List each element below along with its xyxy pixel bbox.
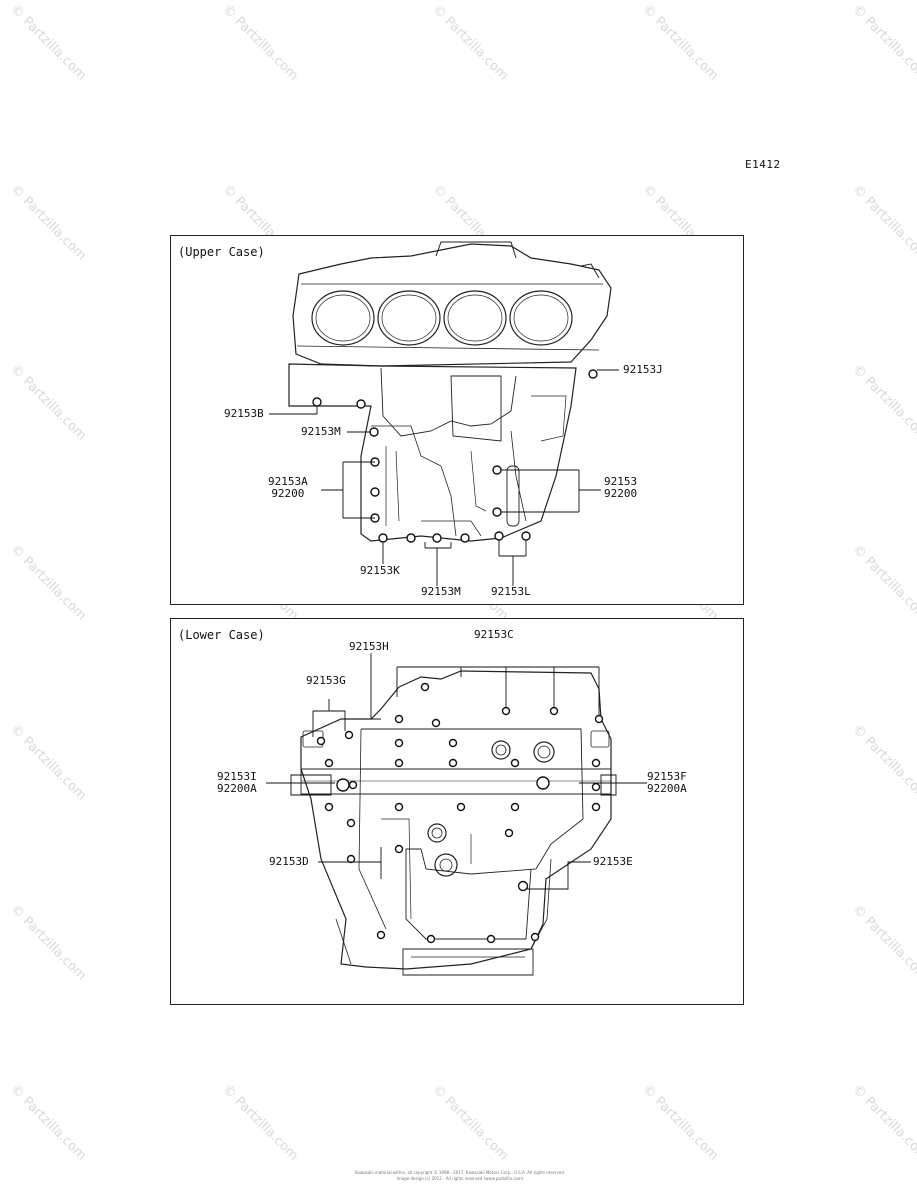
callout-92153a-92200: 92153A 92200	[268, 476, 308, 500]
watermark-text: © Partzilla.com	[849, 2, 917, 84]
copyright-line2: Image design (c) 2012 - All rights reser…	[396, 1176, 524, 1181]
watermark-text: © Partzilla.com	[219, 1082, 301, 1164]
lower-case-title: (Lower Case)	[178, 628, 265, 642]
callout-92153c: 92153C	[474, 628, 514, 641]
watermark-text: © Partzilla.com	[849, 542, 917, 624]
callout-92153d: 92153D	[269, 855, 309, 868]
callout-92153i-line1: 92153I	[217, 770, 257, 783]
watermark-text: © Partzilla.com	[849, 902, 917, 984]
watermark-text: © Partzilla.com	[7, 182, 89, 264]
callout-92153l: 92153L	[491, 585, 531, 598]
diagram-code: E1412	[745, 158, 781, 171]
callout-92153g: 92153G	[306, 674, 346, 687]
callout-92153-92200: 92153 92200	[604, 475, 638, 500]
watermark-text: © Partzilla.com	[849, 1082, 917, 1164]
callout-92153f-92200a: 92153F 92200A	[647, 771, 687, 795]
callout-92153m-bottom: 92153M	[421, 585, 461, 598]
watermark-text: © Partzilla.com	[7, 362, 89, 444]
lower-case-drawing	[266, 651, 648, 976]
upper-case-title: (Upper Case)	[178, 245, 265, 259]
callout-92153-line1: 92153	[604, 475, 638, 488]
callout-92153j: 92153J	[623, 363, 663, 376]
callout-92153a-line1: 92153A	[268, 475, 308, 488]
watermark-text: © Partzilla.com	[7, 1082, 89, 1164]
callout-92153k: 92153K	[360, 564, 400, 577]
callout-92153b: 92153B	[224, 407, 264, 420]
watermark-text: © Partzilla.com	[7, 2, 89, 84]
callout-92153i-line2: 92200A	[217, 782, 257, 795]
watermark-text: © Partzilla.com	[429, 2, 511, 84]
lower-case-panel: (Lower Case)	[170, 618, 744, 1005]
watermark-text: © Partzilla.com	[7, 722, 89, 804]
callout-92153h: 92153H	[349, 640, 389, 653]
upper-case-drawing	[269, 241, 619, 586]
watermark-text: © Partzilla.com	[639, 1082, 721, 1164]
watermark-text: © Partzilla.com	[219, 2, 301, 84]
copyright-footer: Kawasaki material within, all copyright …	[330, 1170, 590, 1182]
callout-92153i-92200a: 92153I 92200A	[217, 771, 257, 795]
watermark-text: © Partzilla.com	[7, 902, 89, 984]
callout-92153f-line2: 92200A	[647, 782, 687, 795]
watermark-text: © Partzilla.com	[7, 542, 89, 624]
callout-92153-line2: 92200	[604, 487, 638, 500]
callout-92153m-upper-left: 92153M	[301, 425, 341, 438]
watermark-text: © Partzilla.com	[849, 722, 917, 804]
copyright-line1: Kawasaki material within, all copyright …	[354, 1170, 566, 1175]
callout-92153f-line1: 92153F	[647, 770, 687, 783]
watermark-text: © Partzilla.com	[429, 1082, 511, 1164]
upper-case-panel: (Upper Case)	[170, 235, 744, 605]
watermark-text: © Partzilla.com	[639, 2, 721, 84]
watermark-text: © Partzilla.com	[849, 362, 917, 444]
watermark-text: © Partzilla.com	[849, 182, 917, 264]
callout-92153e: 92153E	[593, 855, 633, 868]
callout-92153a-line2: 92200	[271, 487, 305, 500]
